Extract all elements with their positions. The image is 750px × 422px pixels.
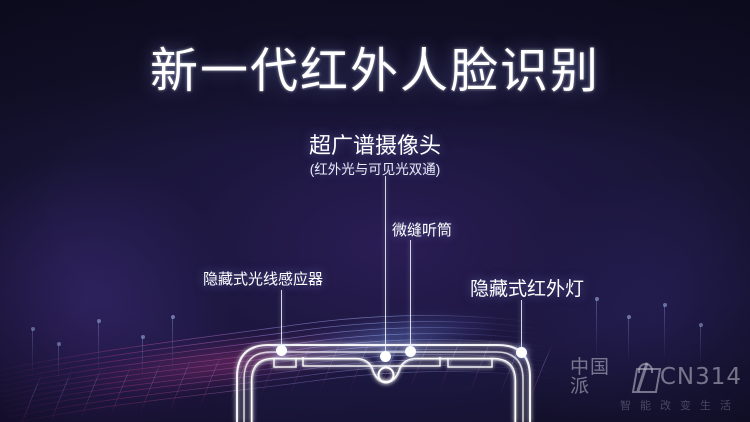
watermark-brand-row: 中国派 CN314 — [570, 358, 742, 396]
connector-dot-hidden-light-sensor — [276, 345, 287, 356]
leader-line-wide-spectrum-camera — [385, 176, 386, 356]
callout-sublabel-wide-spectrum-camera: (红外光与可见光双通) — [309, 162, 441, 177]
watermark: 中国派 CN314 智能改变生活 — [570, 358, 742, 414]
cn314-logo-icon — [629, 362, 662, 393]
callout-label-microslit-earpiece: 微缝听筒 — [392, 222, 453, 239]
leader-line-hidden-infrared-light — [521, 300, 522, 352]
page-title: 新一代红外人脸识别 — [149, 45, 600, 98]
watermark-brand-en: CN314 — [659, 363, 742, 390]
connector-dot-hidden-infrared-light — [516, 347, 527, 358]
connector-dot-microslit-earpiece — [405, 346, 416, 357]
watermark-brand-cn: 中国派 — [570, 357, 611, 397]
leader-line-microslit-earpiece — [410, 240, 411, 352]
callout-label-wide-spectrum-camera: 超广谱摄像头 — [308, 133, 441, 158]
leader-line-hidden-light-sensor — [281, 290, 282, 350]
watermark-tagline: 智能改变生活 — [620, 400, 740, 412]
callout-label-hidden-infrared-light: 隐藏式红外灯 — [470, 279, 585, 300]
connector-dot-wide-spectrum-camera — [380, 351, 391, 362]
callout-label-hidden-light-sensor: 隐藏式光线感应器 — [203, 271, 324, 288]
